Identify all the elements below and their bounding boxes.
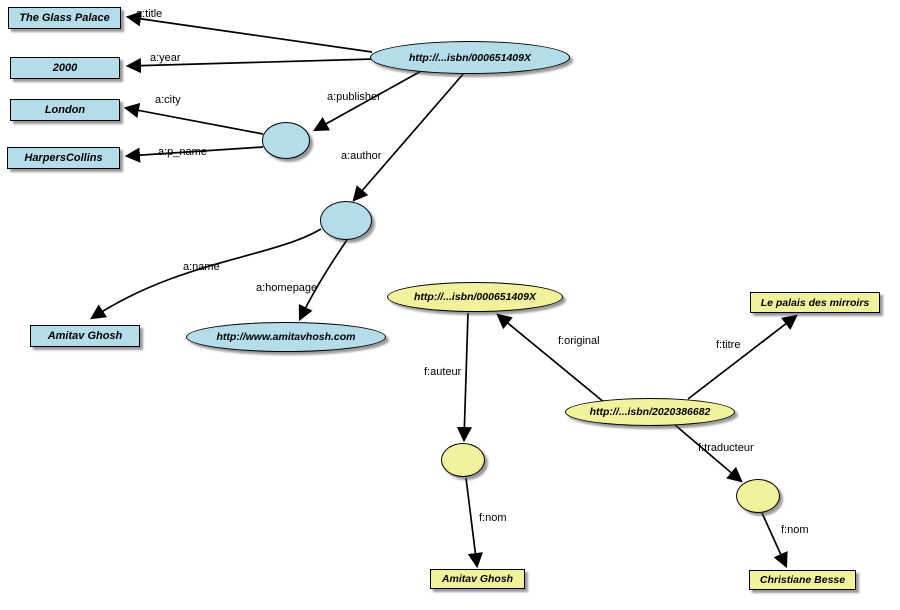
edge-label-f-titre: f:titre [716, 339, 741, 351]
node-city-literal: London [10, 99, 120, 121]
node-titre-literal: Le palais des mirroirs [750, 292, 880, 313]
edge-f-nom-auteur [465, 477, 483, 569]
node-traducteur-nom-literal: Christiane Besse [749, 570, 856, 590]
blank-node-traducteur [736, 479, 780, 513]
edge-a-homepage [298, 239, 348, 322]
node-auteur-nom-literal: Amitav Ghosh [430, 569, 525, 589]
edge-label-a-city: a:city [155, 94, 181, 106]
blank-node-auteur [441, 443, 485, 477]
edge-label-a-year: a:year [150, 52, 181, 64]
edge-a-author [352, 72, 465, 202]
node-publisher-name-literal: HarpersCollins [7, 147, 120, 169]
edge-label-a-title: a:title [136, 8, 163, 20]
node-isbn-resource-fr-translation: http://...isbn/2020386682 [565, 398, 735, 426]
node-isbn-resource-en: http://...isbn/000651409X [370, 41, 570, 74]
edge-a-year [125, 57, 375, 74]
edge-label-a-author: a:author [341, 150, 382, 162]
edge-label-f-traducteur: f:traducteur [698, 442, 754, 454]
edge-f-original [496, 313, 606, 404]
edge-a-p-name [124, 146, 264, 163]
edge-label-a-name: a:name [183, 261, 220, 273]
node-author-name-literal: Amitav Ghosh [30, 325, 140, 347]
edge-label-f-auteur: f:auteur [424, 366, 462, 378]
node-homepage-resource: http://www.amitavhosh.com [186, 322, 386, 352]
blank-node-author [320, 201, 372, 240]
edge-label-a-p-name: a:p_name [158, 146, 207, 158]
edge-a-publisher [312, 69, 424, 132]
edge-a-name [90, 228, 322, 320]
edge-a-title [125, 11, 373, 53]
edge-a-city [123, 102, 264, 135]
edge-f-titre [687, 314, 798, 400]
node-isbn-resource-fr-original: http://...isbn/000651409X [387, 282, 563, 312]
node-title-literal: The Glass Palace [8, 7, 121, 29]
edge-label-f-original: f:original [558, 335, 600, 347]
edge-label-a-homepage: a:homepage [256, 282, 318, 294]
edge-f-traducteur [674, 424, 743, 483]
edge-f-auteur [456, 312, 473, 443]
blank-node-publisher [262, 122, 310, 159]
edge-f-nom-traducteur [761, 512, 788, 569]
edge-label-f-nom-traducteur: f:nom [781, 524, 809, 536]
node-year-literal: 2000 [10, 57, 120, 79]
edge-label-a-publisher: a:publisher [327, 91, 381, 103]
edge-label-f-nom-auteur: f:nom [479, 512, 507, 524]
